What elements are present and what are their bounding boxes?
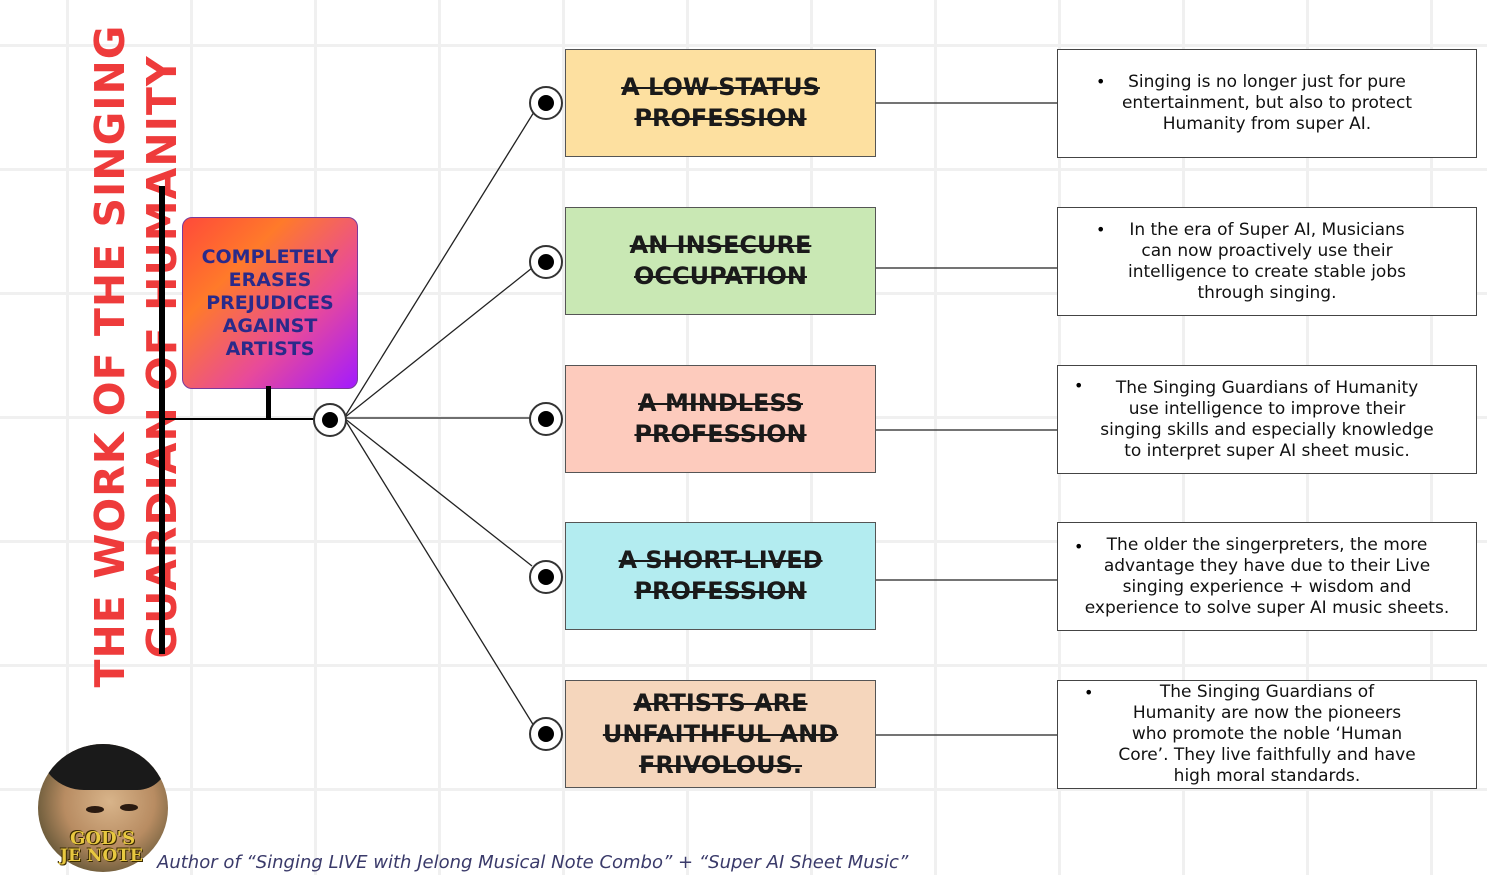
root-concept-label: COMPLETELY ERASES PREJUDICES AGAINST ART… — [201, 245, 339, 360]
prejudice-label: ARTISTS ARE UNFAITHFUL AND FRIVOLOUS. — [602, 688, 839, 779]
prejudice-label: AN INSECURE OCCUPATION — [629, 231, 812, 290]
branch-node-1 — [529, 86, 563, 120]
author-avatar — [38, 744, 168, 872]
description-box-2: • In the era of Super AI, Musicians can … — [1057, 207, 1477, 316]
root-node — [313, 403, 347, 437]
description-box-3: • The Singing Guardians of Humanity use … — [1057, 365, 1477, 474]
bullet-icon: • — [1074, 537, 1084, 556]
description-text: Singing is no longer just for pure enter… — [1121, 72, 1413, 134]
description-text: The older the singerpreters, the more ad… — [1084, 534, 1450, 618]
branch-node-2 — [529, 245, 563, 279]
avatar-eye-right — [120, 804, 138, 811]
root-box-stem — [266, 386, 271, 420]
prejudice-box-1: A LOW-STATUS PROFESSION — [565, 49, 876, 157]
prejudice-box-5: ARTISTS ARE UNFAITHFUL AND FRIVOLOUS. — [565, 680, 876, 788]
prejudice-box-2: AN INSECURE OCCUPATION — [565, 207, 876, 315]
logo-line-1: GOD'S — [70, 828, 136, 849]
bullet-icon: • — [1084, 683, 1094, 702]
connector-branch-2 — [343, 267, 533, 419]
bullet-icon: • — [1074, 376, 1084, 395]
connector-branch-1 — [343, 111, 535, 419]
root-connector-line — [165, 418, 315, 420]
prejudice-label: A LOW-STATUS PROFESSION — [621, 73, 820, 132]
bullet-icon: • — [1096, 72, 1106, 91]
branch-node-5 — [529, 717, 563, 751]
connector-branch-5 — [343, 417, 535, 727]
branch-node-3 — [529, 402, 563, 436]
description-text: In the era of Super AI, Musicians can no… — [1128, 219, 1406, 303]
title-divider-bar — [159, 186, 165, 654]
root-concept-box: COMPLETELY ERASES PREJUDICES AGAINST ART… — [182, 217, 358, 389]
avatar-eye-left — [86, 806, 104, 813]
avatar-hair — [38, 744, 168, 790]
prejudice-box-3: A MINDLESS PROFESSION — [565, 365, 876, 473]
prejudice-label: A MINDLESS PROFESSION — [634, 389, 807, 448]
prejudice-label: A SHORT-LIVED PROFESSION — [618, 546, 823, 605]
description-box-4: • The older the singerpreters, the more … — [1057, 522, 1477, 631]
bullet-icon: • — [1096, 220, 1106, 239]
description-text: The Singing Guardians of Humanity are no… — [1118, 682, 1416, 786]
logo-line-2: JE NOTE — [60, 846, 143, 866]
description-box-1: • Singing is no longer just for pure ent… — [1057, 49, 1477, 158]
description-text: The Singing Guardians of Humanity use in… — [1100, 377, 1434, 461]
connector-branch-4 — [343, 417, 533, 567]
author-credit: Author of “Singing LIVE with Jelong Musi… — [157, 852, 909, 873]
branch-node-4 — [529, 560, 563, 594]
description-box-5: • The Singing Guardians of Humanity are … — [1057, 680, 1477, 789]
prejudice-box-4: A SHORT-LIVED PROFESSION — [565, 522, 876, 630]
